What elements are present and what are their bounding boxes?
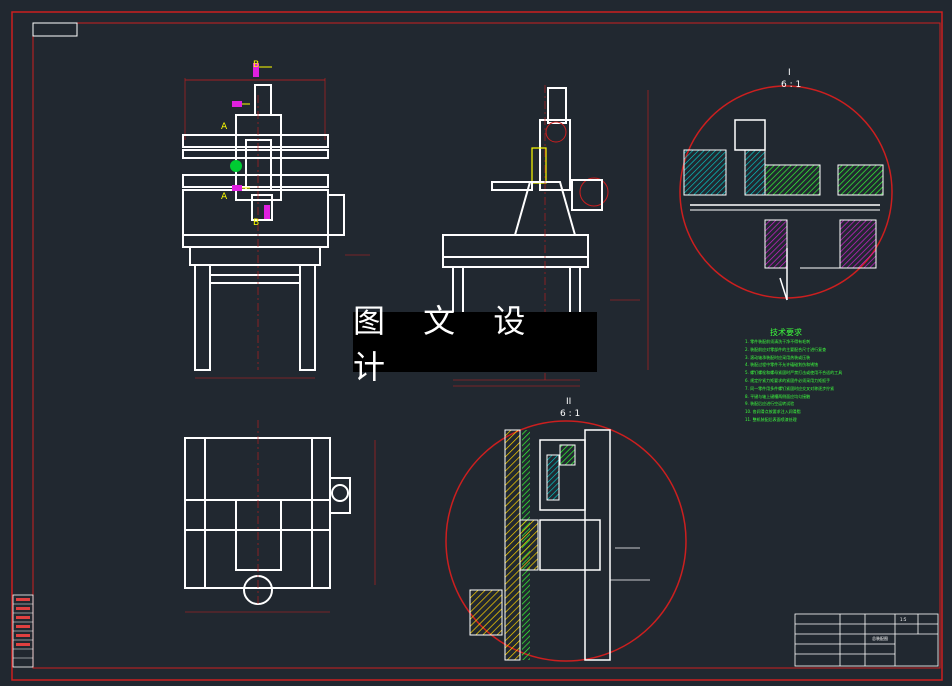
top-view xyxy=(184,420,376,613)
note-line: 3. 滚动轴承装配时应采用热装或压装 xyxy=(745,354,811,360)
note-line: 11. 整机装配后表面喷漆处理 xyxy=(745,416,797,422)
detail-ii xyxy=(445,420,687,662)
side-view xyxy=(442,85,649,387)
note-line: 8. 平键与轴上键槽两侧面应均匀接触 xyxy=(745,393,811,399)
note-line: 2. 装配前应对零部件的主要配合尺寸进行复查 xyxy=(745,346,827,352)
detail-ii-scale: 6 : 1 xyxy=(560,409,581,419)
section-a-label-top: A xyxy=(221,122,228,132)
note-line: 9. 装配后应进行空运转试验 xyxy=(745,401,795,407)
title-block-drawing-title: 总装配图 xyxy=(872,636,888,641)
sheet-frame xyxy=(11,11,943,681)
note-line: 4. 装配过程中零件不允许磕碰划伤和锈蚀 xyxy=(745,362,819,368)
detail-i-scale: 6 : 1 xyxy=(781,80,802,90)
side-strip xyxy=(12,594,34,668)
technical-notes-title: 技术要求 xyxy=(770,328,802,337)
front-view xyxy=(182,63,370,379)
section-b-label-top: B xyxy=(253,60,260,70)
technical-notes: 1. 零件装配前须清洗干净不得有毛刺 2. 装配前应对零部件的主要配合尺寸进行复… xyxy=(745,338,915,424)
title-block xyxy=(794,613,939,667)
detail-ii-label: II xyxy=(566,397,572,407)
section-b-label-bottom: B xyxy=(253,218,260,228)
section-a-label-bottom: A xyxy=(221,192,228,202)
note-line: 1. 零件装配前须清洗干净不得有毛刺 xyxy=(745,339,811,344)
title-block-scale: 1:5 xyxy=(900,617,907,622)
note-line: 6. 规定拧紧力矩要求的紧固件必须采用力矩扳手 xyxy=(745,377,831,383)
note-line: 7. 同一零件用多件螺钉紧固时应交叉对称逐步拧紧 xyxy=(745,385,835,391)
note-line: 10. 各润滑点按要求注入润滑脂 xyxy=(745,409,801,415)
note-line: 5. 螺钉螺栓和螺母紧固时严禁打击或使用不合适的工具 xyxy=(745,370,843,376)
watermark-banner: 图 文 设 计 xyxy=(353,302,597,386)
detail-i-label: I xyxy=(788,68,791,78)
detail-i xyxy=(679,85,893,301)
